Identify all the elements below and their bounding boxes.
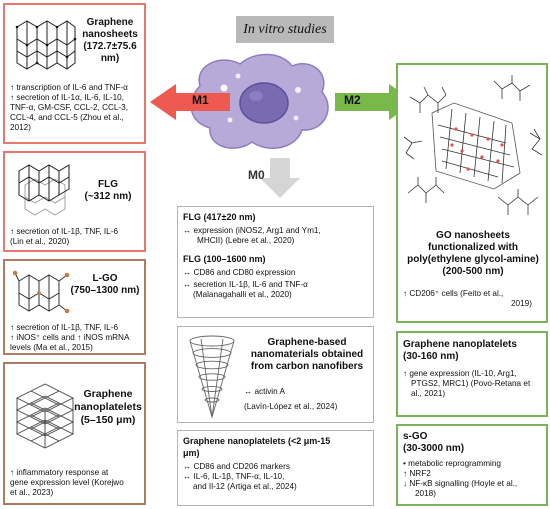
- m2-box1-title4: (200-500 nm): [442, 266, 504, 277]
- m0-carbon-nanofibers-card: Graphene-based nanomaterials obtained fr…: [177, 326, 374, 423]
- m0-box2-line1: ↔ activin A: [244, 387, 285, 396]
- m2-box2-line3: al., 2021): [411, 389, 446, 398]
- m0-flg-card: FLG (417±20 nm) ↔ expression (iNOS2, Arg…: [177, 206, 374, 318]
- m1-box4-title1: Graphene: [83, 388, 133, 400]
- m2-graphene-nanoplatelets-card: Graphene nanoplatelets (30-160 nm) ↑ gen…: [396, 331, 548, 417]
- m2-box3-line1: • metabolic reprogramming: [403, 459, 501, 468]
- m0-box1-line1: ↔ expression (iNOS2, Arg1 and Ym1,: [183, 226, 321, 235]
- m1-label: M1: [192, 93, 209, 107]
- m2-box2-title2: (30-160 nm): [403, 351, 459, 362]
- m2-box3-title1: s-GO: [403, 431, 428, 442]
- functionalized-go-sheet-icon: [403, 75, 543, 215]
- m2-box2-line1: ↑ gene expression (IL-10, Arg1,: [403, 369, 517, 378]
- m1-box4-line3: et al., 2023): [10, 488, 54, 497]
- m2-go-peg-card: GO nanosheets functionalized with poly(e…: [396, 63, 548, 323]
- m0-arrow: [260, 158, 300, 198]
- m0-box3-line3: and Il-12 (Artiga et al., 2024): [193, 482, 297, 491]
- m0-box3-line1: ↔ CD86 and CD206 markers: [183, 462, 290, 471]
- m1-box1-title2: nanosheets: [82, 29, 138, 40]
- m1-box1-line5: 2012): [10, 123, 31, 132]
- m1-box4-line1: ↑ inflammatory response at: [10, 468, 109, 477]
- m1-box3-title1: L-GO: [92, 273, 118, 284]
- m1-box1-line4: CCL-4, and CCL-5 (Zhou et al.,: [10, 113, 124, 122]
- m1-flg-card: FLG (~312 nm) ↑ secretion of IL-1β, TNF,…: [3, 151, 146, 252]
- m1-box3-title2: (750–1300 nm): [70, 285, 140, 296]
- m0-box2-title2: nanomaterials obtained: [250, 349, 364, 360]
- m0-box3-line2: ↔ IL-6, IL-1β, TNF-α, IL-10,: [183, 472, 285, 481]
- m2-box1-line2: 2019): [511, 299, 532, 308]
- m2-box1-title2: functionalized with: [428, 242, 518, 253]
- m2-arrow: [335, 84, 415, 120]
- m2-box2-line2: PTGS2, MRC1) (Povo-Retana et: [411, 379, 531, 388]
- m2-box1-line1: ↑ CD206⁺ cells (Feito et al.,: [403, 289, 504, 298]
- m0-graphene-nanoplatelets-card: Graphene nanoplatelets (<2 μm-15 μm) ↔ C…: [177, 430, 374, 506]
- m2-box1-title1: GO nanosheets: [436, 230, 510, 241]
- m1-box4-title2: nanoplatelets: [74, 401, 142, 413]
- m2-box3-line3: ↓ NF-κB signalling (Hoyle et al.,: [403, 479, 518, 488]
- m0-box3-title2: μm): [183, 448, 200, 458]
- m0-label: M0: [248, 168, 265, 182]
- m1-box4-line2: gene expression level (Korejwo: [10, 478, 124, 487]
- m1-box1-line2: ↑ secretion of IL-1α, IL-6, IL-10,: [10, 93, 124, 102]
- m1-box2-line2: (Lin et al., 2020): [10, 237, 70, 246]
- m1-box2-title2: (~312 nm): [84, 191, 132, 202]
- m1-box3-line1: ↑ secretion of IL-1β, TNF, IL-6: [10, 323, 118, 332]
- m0-box1-title2: FLG (100–1600 nm): [183, 254, 266, 264]
- few-layer-graphene-icon: [18, 164, 70, 216]
- m1-box1-title3: (172.7±75.6 nm): [83, 41, 137, 64]
- m0-box1-title1: FLG (417±20 nm): [183, 212, 256, 222]
- m1-box3-line3: levels (Ma et al., 2015): [10, 343, 93, 352]
- m1-graphene-nanoplatelets-card: Graphene nanoplatelets (5–150 μm) ↑ infl…: [3, 362, 146, 505]
- m1-box1-line3: TNF-α, GM-CSF, CCL-2, CCL-3,: [10, 103, 128, 112]
- m2-label: M2: [344, 93, 361, 107]
- m2-box3-line4: 2018): [415, 489, 436, 498]
- m0-box1-line4: ↔ secretion IL-1β, IL-6 and TNF-α: [183, 280, 308, 289]
- m2-box3-title2: (30-3000 nm): [403, 443, 465, 454]
- graphene-oxide-icon: [13, 270, 70, 314]
- m2-sgo-card: s-GO (30-3000 nm) • metabolic reprogramm…: [396, 424, 548, 506]
- m1-box4-title3: (5–150 μm): [80, 414, 136, 426]
- m1-box1-title1: Graphene: [86, 17, 134, 28]
- graphene-sheet-icon: [15, 20, 77, 70]
- m0-box2-title1: Graphene-based: [267, 337, 347, 348]
- m0-box1-line2: MHCII) (Lebre et al., 2020): [197, 236, 295, 245]
- m1-arrow: [150, 84, 230, 120]
- m1-graphene-nanosheets-card: Graphene nanosheets (172.7±75.6 nm) ↑ tr…: [3, 3, 146, 144]
- m2-box2-title1: Graphene nanoplatelets: [403, 339, 517, 350]
- m2-box1-title3: poly(ethylene glycol-amine): [407, 254, 539, 265]
- m1-box1-line1: ↑ transcription of IL-6 and TNF-α: [10, 83, 128, 92]
- m0-box1-line5: (Malanagahalli et al., 2020): [193, 290, 292, 299]
- m0-box1-line3: ↔ CD86 and CD80 expression: [183, 268, 296, 277]
- m1-box3-line2: ↑ iNOS⁺ cells and ↑ iNOS mRNA: [10, 333, 130, 342]
- m0-box2-line2: (Lavín-López et al., 2024): [244, 402, 338, 411]
- m2-box3-line2: ↑ NRF2: [403, 469, 431, 478]
- header-title: In vitro studies: [236, 16, 334, 43]
- m0-box2-title3: from carbon nanofibers: [250, 361, 364, 372]
- m1-box2-line1: ↑ secretion of IL-1β, TNF, IL-6: [10, 227, 118, 236]
- carbon-nanofiber-cone-icon: [189, 335, 235, 419]
- m1-box2-title1: FLG: [98, 179, 118, 190]
- m0-box3-title1: Graphene nanoplatelets (<2 μm-15: [183, 436, 331, 446]
- m1-lgo-card: L-GO (750–1300 nm) ↑ secretion of IL-1β,…: [3, 259, 146, 355]
- nanoplatelets-stack-icon: [15, 383, 75, 449]
- macrophage-cell: [190, 53, 329, 149]
